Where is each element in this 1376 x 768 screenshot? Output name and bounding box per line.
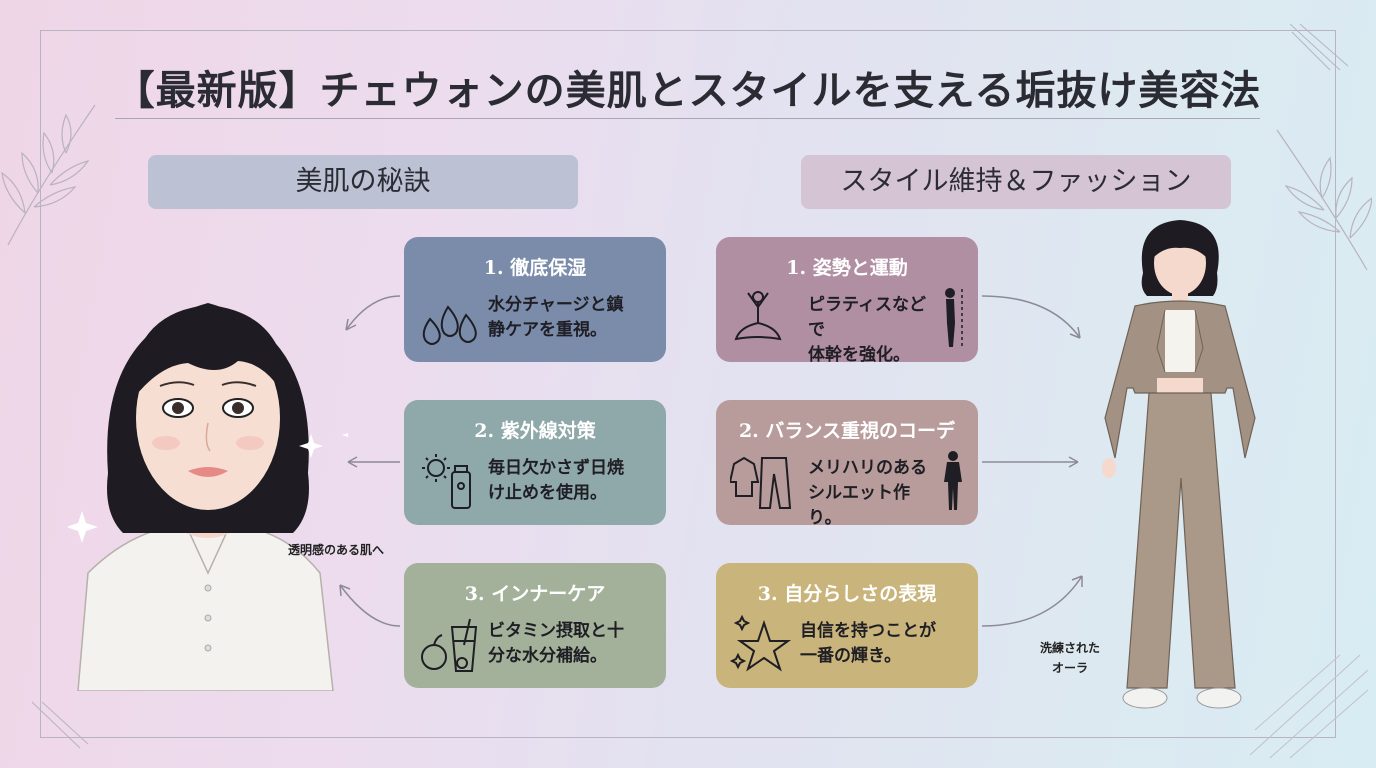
- card-text-line1: ビタミン摂取と十: [488, 621, 624, 641]
- title-divider: [115, 118, 1260, 119]
- card-text-line1: 毎日欠かさず日焼: [488, 458, 624, 478]
- card-title: 3. インナーケア: [464, 583, 606, 605]
- yoga-pose-icon: [734, 291, 782, 341]
- card-text-line2: け止めを使用。: [488, 483, 607, 503]
- card-title: 2. 紫外線対策: [474, 420, 596, 442]
- section-heading-style: スタイル維持＆ファッション: [801, 155, 1231, 209]
- card-text: 毎日欠かさず日焼 け止めを使用。: [488, 456, 658, 506]
- card-text: 水分チャージと鎮 静ケアを重視。: [488, 293, 658, 343]
- card-text: メリハリのある シルエット作り。: [808, 456, 938, 531]
- card-text: ピラティスなどで 体幹を強化。: [808, 293, 938, 368]
- card-text-line1: メリハリのある: [808, 458, 927, 478]
- skin-card-uv: 2. 紫外線対策 毎日欠かさず日焼 け止めを使用。: [404, 400, 666, 525]
- card-text-line1: ピラティスなどで: [808, 295, 926, 340]
- sparkle-star-icon: [730, 615, 792, 672]
- card-text-line2: 分な水分補給。: [488, 646, 607, 666]
- style-card-self-expression: 3. 自分らしさの表現 自信を持つことが 一番の輝き。: [716, 563, 978, 688]
- woman-portrait-illustration: [68, 303, 348, 691]
- woman-full-body-illustration: [1102, 220, 1256, 709]
- card-text: 自信を持つことが 一番の輝き。: [800, 619, 970, 669]
- style-caption: 洗練された オーラ: [1030, 638, 1110, 678]
- card-title: 1. 徹底保湿: [483, 257, 587, 279]
- skin-card-moisturize: 1. 徹底保湿 水分チャージと鎮 静ケアを重視。: [404, 237, 666, 362]
- fruit-drink-icon: [421, 618, 478, 672]
- section-heading-skin: 美肌の秘訣: [148, 155, 578, 209]
- silhouette-icon: [944, 451, 962, 510]
- card-text: ビタミン摂取と十 分な水分補給。: [488, 619, 658, 669]
- skin-card-inner-care: 3. インナーケア ビタミン摂取と十 分な水分補給。: [404, 563, 666, 688]
- card-text-line2: 体幹を強化。: [808, 345, 910, 365]
- corner-lines-bottom-left: [31, 701, 89, 749]
- style-caption-line1: 洗練された: [1039, 641, 1100, 655]
- corner-lines-top-right: [1290, 23, 1349, 71]
- card-text-line2: 静ケアを重視。: [488, 320, 607, 340]
- leaf-branch-right: [1276, 129, 1372, 271]
- style-caption-line2: オーラ: [1051, 661, 1088, 675]
- style-card-coordinate: 2. バランス重視のコーデ メリハリのある シルエット作り。: [716, 400, 978, 528]
- corner-lines-bottom-right: [1250, 654, 1369, 759]
- card-title: 1. 姿勢と運動: [786, 257, 908, 279]
- card-text-line2: シルエット作り。: [808, 483, 910, 528]
- water-drops-icon: [422, 305, 477, 345]
- card-title: 2. バランス重視のコーデ: [738, 420, 956, 442]
- outfit-icon: [730, 456, 792, 509]
- sun-sunscreen-icon: [422, 454, 471, 509]
- body-posture-icon: [945, 288, 963, 347]
- card-text-line1: 水分チャージと鎮: [488, 295, 624, 315]
- card-text-line2: 一番の輝き。: [800, 646, 902, 666]
- card-title: 3. 自分らしさの表現: [757, 583, 937, 605]
- page-title: 【最新版】チェウォンの美肌とスタイルを支える垢抜け美容法: [114, 67, 1262, 114]
- card-text-line1: 自信を持つことが: [800, 621, 936, 641]
- style-card-posture: 1. 姿勢と運動 ピラティスなどで 体幹を強化。: [716, 237, 978, 365]
- skin-caption: 透明感のある肌へ: [288, 543, 385, 557]
- leaf-branch-left: [1, 104, 96, 246]
- decorative-frame: [40, 30, 1336, 738]
